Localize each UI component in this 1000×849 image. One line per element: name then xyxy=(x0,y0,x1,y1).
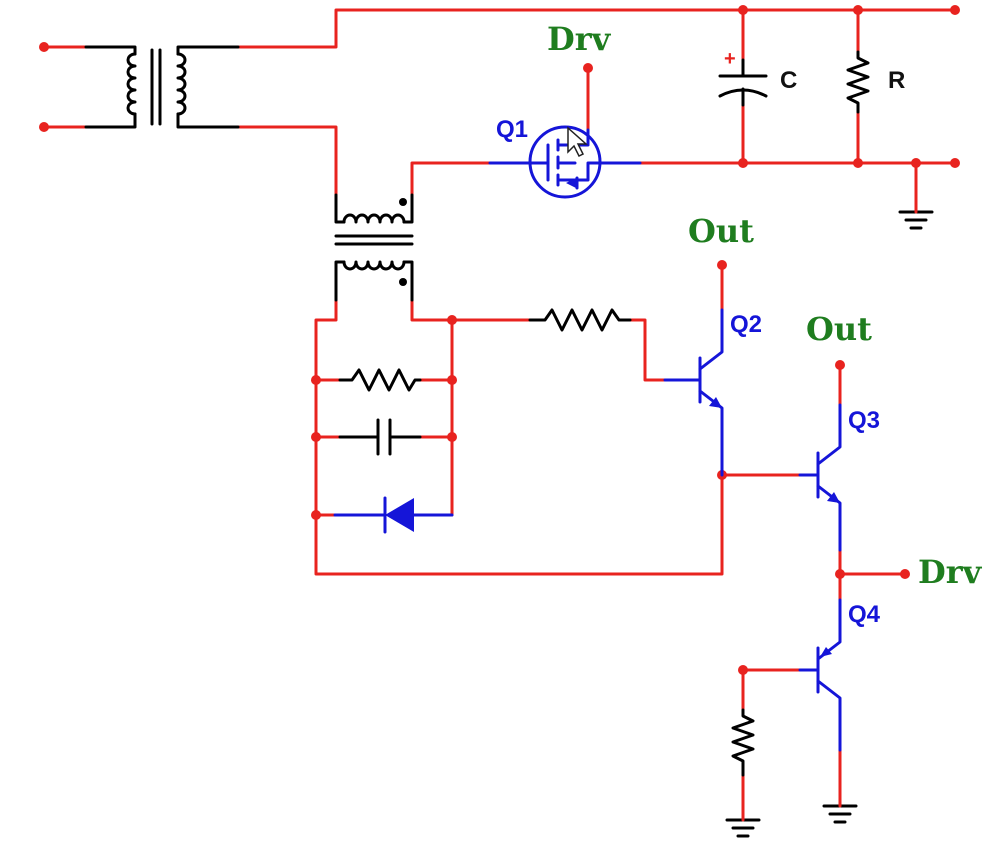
transistor-q4[interactable] xyxy=(798,598,842,752)
label-c: C xyxy=(780,67,797,94)
transformer-top xyxy=(84,45,240,129)
labels: Drv Q1 + C R Out Q2 Out Q3 Drv Q4 xyxy=(496,20,983,628)
junction-dots xyxy=(39,5,960,675)
ground-symbol-q4 xyxy=(822,798,858,824)
label-r: R xyxy=(888,67,905,94)
net-label-q1-drv: Drv xyxy=(547,20,612,58)
resistor-r[interactable] xyxy=(846,50,870,114)
mosfet-q1[interactable] xyxy=(488,125,642,199)
ground-symbol-res xyxy=(725,813,761,838)
transistor-q2[interactable] xyxy=(663,308,724,477)
label-q3: Q3 xyxy=(848,407,880,434)
diode[interactable] xyxy=(333,496,454,534)
net-label-q3-out: Out xyxy=(806,310,872,348)
polarity-dot xyxy=(399,198,407,206)
net-label-q4-drv: Drv xyxy=(918,553,983,591)
label-cap-plus: + xyxy=(724,48,736,70)
net-label-q2-out: Out xyxy=(688,212,754,250)
label-q2: Q2 xyxy=(730,311,762,338)
cursor-icon xyxy=(567,126,588,158)
label-q1: Q1 xyxy=(496,116,528,143)
label-q4: Q4 xyxy=(848,601,881,628)
resistor-parallel[interactable] xyxy=(338,368,422,392)
resistor-q4-base[interactable] xyxy=(731,708,755,777)
polarity-dot xyxy=(399,278,407,286)
capacitor-parallel[interactable] xyxy=(338,418,422,456)
transistor-q3[interactable] xyxy=(798,403,842,552)
resistor-base[interactable] xyxy=(528,308,632,332)
capacitor-c[interactable] xyxy=(718,58,768,107)
ground-symbol-top xyxy=(898,203,934,230)
transformer-pulse xyxy=(334,193,414,302)
